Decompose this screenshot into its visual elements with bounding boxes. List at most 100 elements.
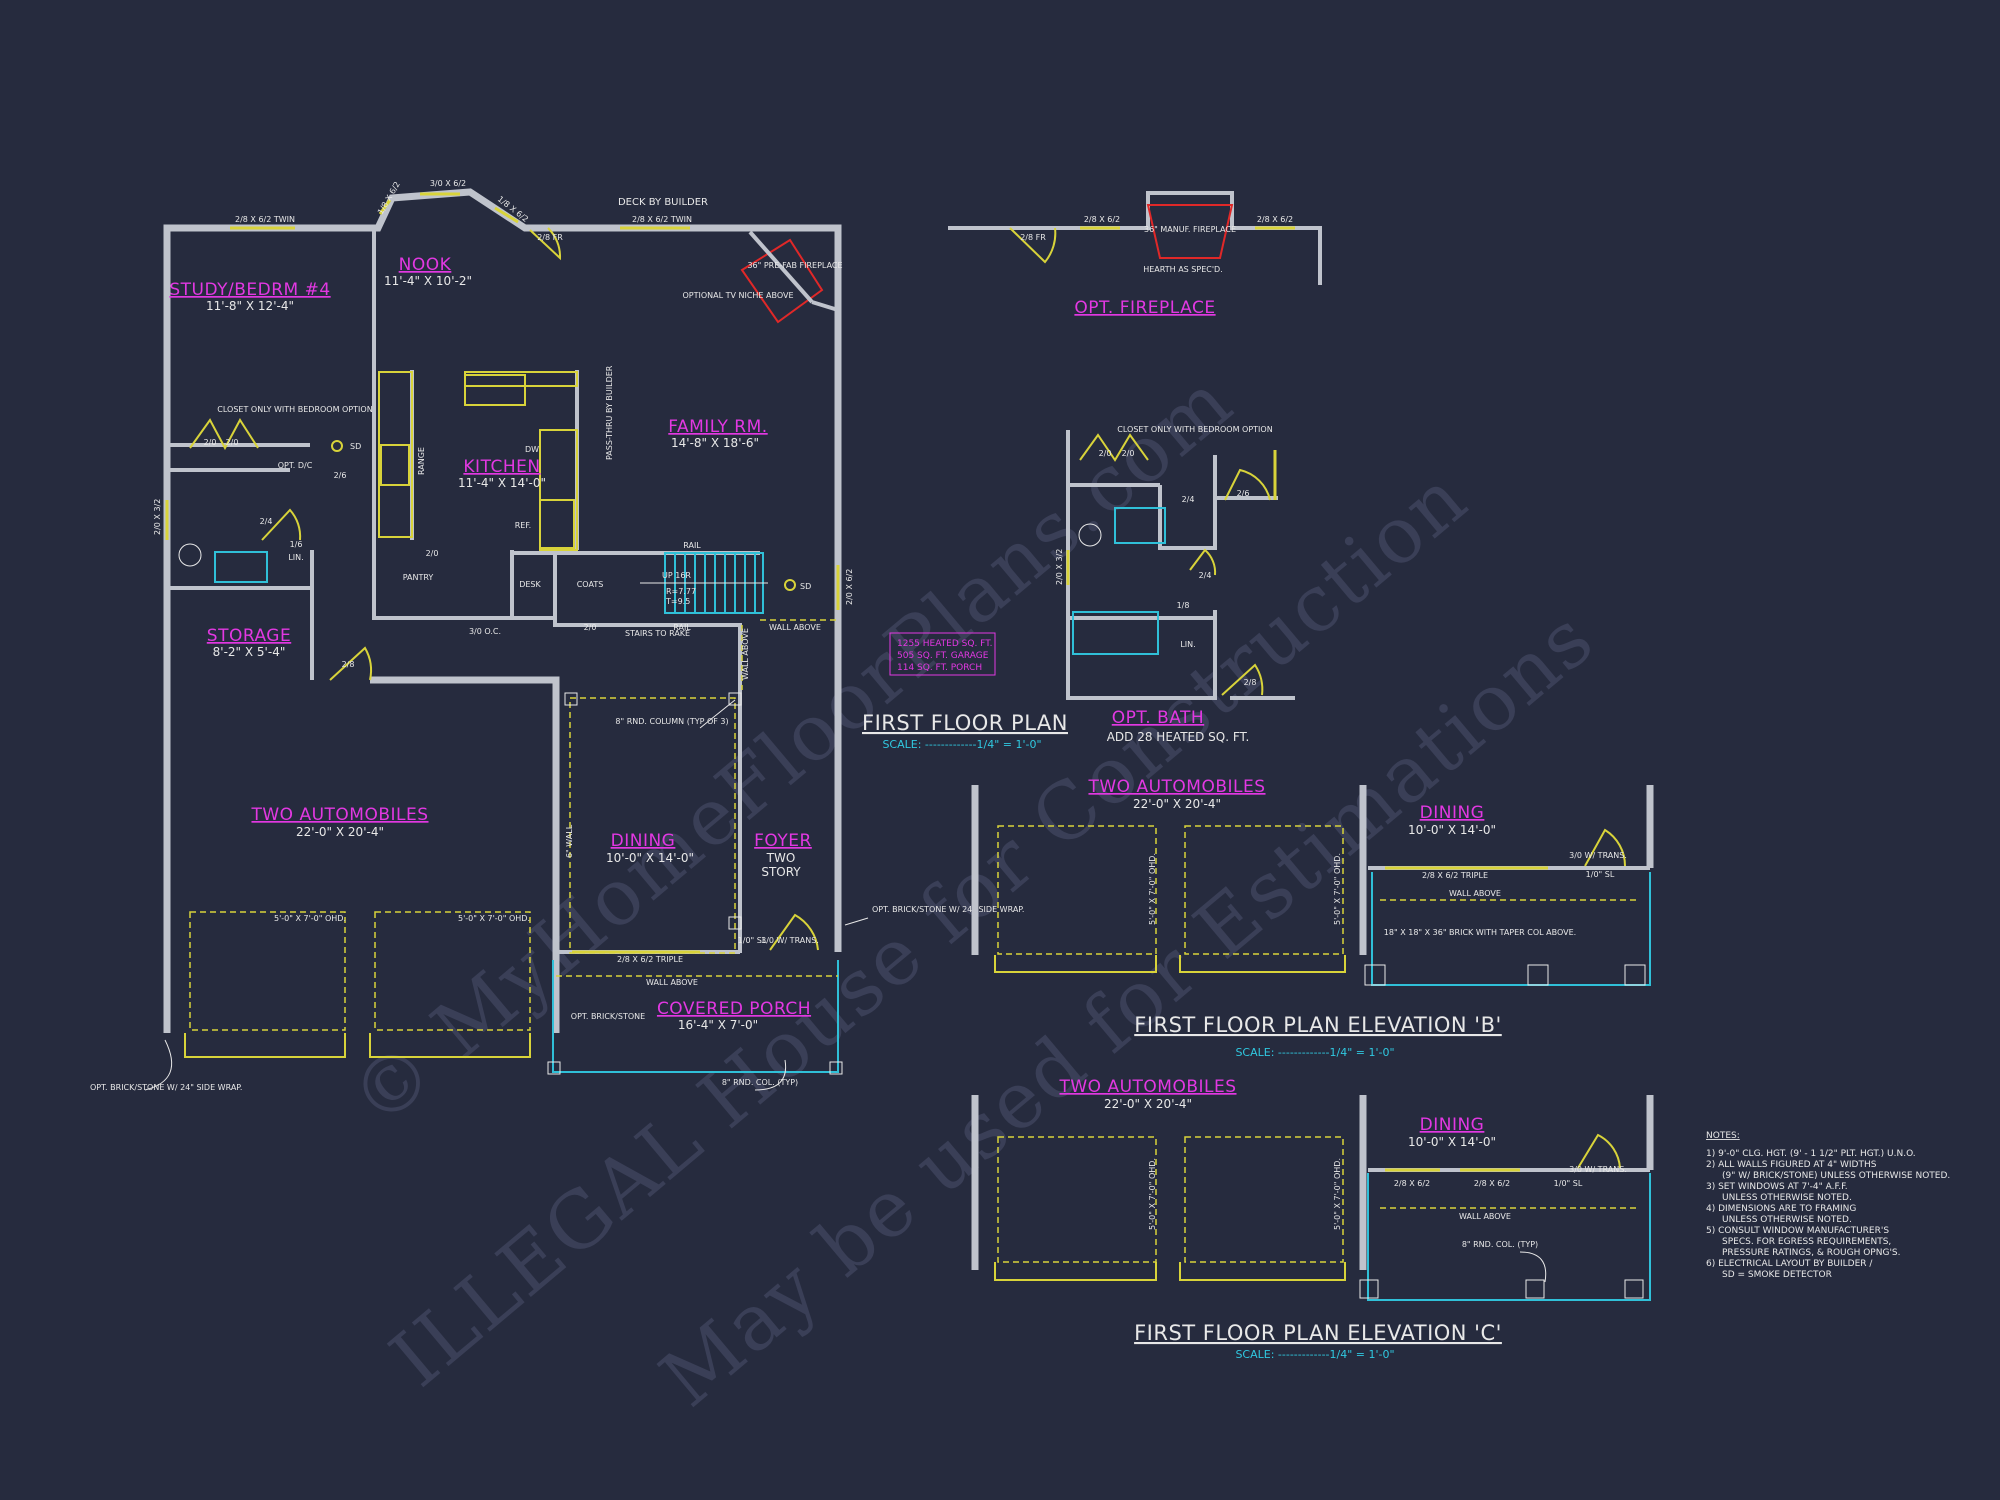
elev-c-dining-dims: 10'-0" X 14'-0" [1408, 1135, 1496, 1149]
elev-b-dining-dims: 10'-0" X 14'-0" [1408, 823, 1496, 837]
elev-b-porch [1371, 872, 1651, 986]
kitchen-range [380, 444, 410, 486]
elev-c-garage-door-1 [997, 1136, 1157, 1263]
label-fireplace: 36" PRE-FAB FIREPLACE [747, 261, 842, 270]
room-labels: STUDY/BEDRM #4 11'-8" X 12'-4" NOOK 11'-… [169, 255, 812, 1032]
opt-bath-detail: CLOSET ONLY WITH BEDROOM OPTION 2/0 2/0 … [1055, 425, 1295, 744]
opt-bath-d4: 2/6 [1237, 489, 1250, 498]
kitchen-sink [464, 374, 526, 406]
kitchen-counter-left [378, 371, 413, 538]
label-lin: LIN. [288, 553, 303, 562]
room-garage-name: TWO AUTOMOBILES [250, 805, 428, 825]
opt-fp-door-label: 2/8 FR [1020, 233, 1046, 242]
door-nook [529, 227, 562, 261]
smoke-detector-2 [784, 579, 796, 591]
porch-column-1 [547, 1061, 561, 1075]
label-door-2-6: 2/6 [334, 471, 347, 480]
label-door-coat: 2/0 [584, 623, 597, 632]
label-brick-porch: OPT. BRICK/STONE [571, 1012, 645, 1021]
elev-c-scale: SCALE: -------------1/4" = 1'-0" [1235, 1348, 1394, 1361]
elev-c-ohd-l: 5'-0" X 7'-0" OHD. [1148, 1158, 1157, 1230]
label-pass-thru: PASS-THRU BY BUILDER [605, 365, 614, 460]
opt-fp-label: 36" MANUF. FIREPLACE [1144, 225, 1236, 234]
label-closet-opt: CLOSET ONLY WITH BEDROOM OPTION [217, 405, 372, 414]
notes-item-9: SPECS. FOR EGRESS REQUIREMENTS, [1722, 1237, 1891, 1247]
garage-door-right [374, 911, 531, 1031]
label-ohd-right: 5'-0" X 7'-0" OHD. [458, 914, 530, 923]
area-porch: 114 SQ. FT. PORCH [897, 663, 982, 673]
opt-fp-door [1009, 227, 1057, 264]
elev-b-sl: 1/0" SL [1586, 870, 1615, 879]
label-deck: DECK BY BUILDER [618, 197, 708, 208]
opt-bath-d7: 2/8 [1244, 678, 1257, 687]
elev-c-ohd-r: 5'-0" X 7'-0" OHD. [1333, 1158, 1342, 1230]
elevation-b: TWO AUTOMOBILES 22'-0" X 20'-4" DINING 1… [971, 777, 1654, 1059]
refrigerator [539, 499, 575, 549]
column-1 [564, 692, 578, 706]
elev-c-apron [994, 1262, 1346, 1281]
room-storage-dims: 8'-2" X 5'-4" [213, 645, 286, 659]
room-family-name: FAMILY RM. [668, 417, 767, 437]
door-study-closet [189, 418, 259, 451]
room-dining-name: DINING [611, 831, 676, 851]
label-column-note: 8" RND. COLUMN (TYP OF 3) [615, 717, 728, 726]
garage-apron [184, 1033, 531, 1058]
label-coats: COATS [577, 580, 604, 589]
opt-fireplace-title: OPT. FIREPLACE [1074, 298, 1215, 318]
elev-b-scale: SCALE: -------------1/4" = 1'-0" [1235, 1046, 1394, 1059]
notes-item-1: 1) 9'-0" CLG. HGT. (9' - 1 1/2" PLT. HGT… [1706, 1149, 1916, 1159]
room-kitchen-dims: 11'-4" X 14'-0" [458, 476, 546, 490]
label-front-door: 3/0 W/ TRANS. [761, 936, 819, 945]
opt-fireplace-wall [948, 191, 1322, 285]
label-pantry: PANTRY [403, 573, 434, 582]
room-nook-dims: 11'-4" X 10'-2" [384, 274, 472, 288]
opt-bath-closet-doors [1079, 433, 1149, 462]
opt-bath-d3: 2/4 [1182, 495, 1195, 504]
room-dining-dims: 10'-0" X 14'-0" [606, 851, 694, 865]
label-stairs-t: T=9.5 [665, 597, 690, 606]
label-door-2-0b: 2/0 [226, 438, 239, 447]
label-rail-top: RAIL [683, 541, 701, 550]
opt-bath-door-2 [1221, 663, 1264, 696]
notes-item-10: PRESSURE RATINGS, & ROUGH OPNG'S. [1722, 1248, 1901, 1258]
window-bay-right [494, 206, 519, 224]
label-opt-dc: OPT. D/C [278, 461, 313, 470]
label-win-left: 2/0 X 3/2 [153, 499, 162, 535]
elev-c-dining-name: DINING [1420, 1115, 1485, 1135]
leader-porch-col [754, 1059, 787, 1091]
elev-b-garage-dims: 22'-0" X 20'-4" [1133, 797, 1221, 811]
opt-fp-win-right: 2/8 X 6/2 [1257, 215, 1293, 224]
label-door-2-4: 2/4 [260, 517, 273, 526]
elev-c-title: FIRST FLOOR PLAN ELEVATION 'C' [1134, 1321, 1502, 1345]
label-stairs-rake: STAIRS TO RAKE [625, 629, 690, 638]
label-door-pantry: 2/0 [426, 549, 439, 558]
smoke-detector-1 [331, 440, 343, 452]
opt-bath-note: ADD 28 HEATED SQ. FT. [1107, 730, 1250, 744]
room-foyer-name: FOYER [754, 831, 812, 851]
annotations: DECK BY BUILDER 2/8 X 6/2 TWIN 1/8 X 6/2… [90, 179, 1024, 1092]
opt-bath-walls [1066, 430, 1295, 700]
room-kitchen-name: KITCHEN [463, 457, 540, 477]
label-door-storage: 2/8 [342, 660, 355, 669]
label-opening: 3/0 O.C. [469, 627, 501, 636]
room-foyer-note: STORY [761, 865, 801, 879]
label-wall-above-v: WALL ABOVE [741, 628, 750, 680]
elev-c-col-3 [1624, 1279, 1644, 1299]
opt-bath-tub [1072, 611, 1159, 655]
elev-b-title: FIRST FLOOR PLAN ELEVATION 'B' [1134, 1013, 1502, 1037]
elev-c-garage-door-2 [1184, 1136, 1344, 1263]
elev-b-apron [994, 955, 1346, 973]
opt-bath-title: OPT. BATH [1112, 708, 1204, 728]
elev-b-triple: 2/8 X 6/2 TRIPLE [1422, 871, 1488, 880]
opt-bath-d6: 1/8 [1177, 601, 1190, 610]
opt-bath-lin: LIN. [1180, 640, 1195, 649]
label-desk: DESK [519, 580, 541, 589]
elev-c-win-b: 2/8 X 6/2 [1474, 1179, 1510, 1188]
label-door-1-6: 1/6 [290, 540, 303, 549]
opt-fp-win-left: 2/8 X 6/2 [1084, 215, 1120, 224]
room-foyer-dims: TWO [766, 851, 796, 865]
area-heated: 1255 HEATED SQ. FT. [897, 639, 992, 649]
door-front [769, 913, 819, 951]
elevation-c: TWO AUTOMOBILES 22'-0" X 20'-4" DINING 1… [971, 1077, 1654, 1361]
